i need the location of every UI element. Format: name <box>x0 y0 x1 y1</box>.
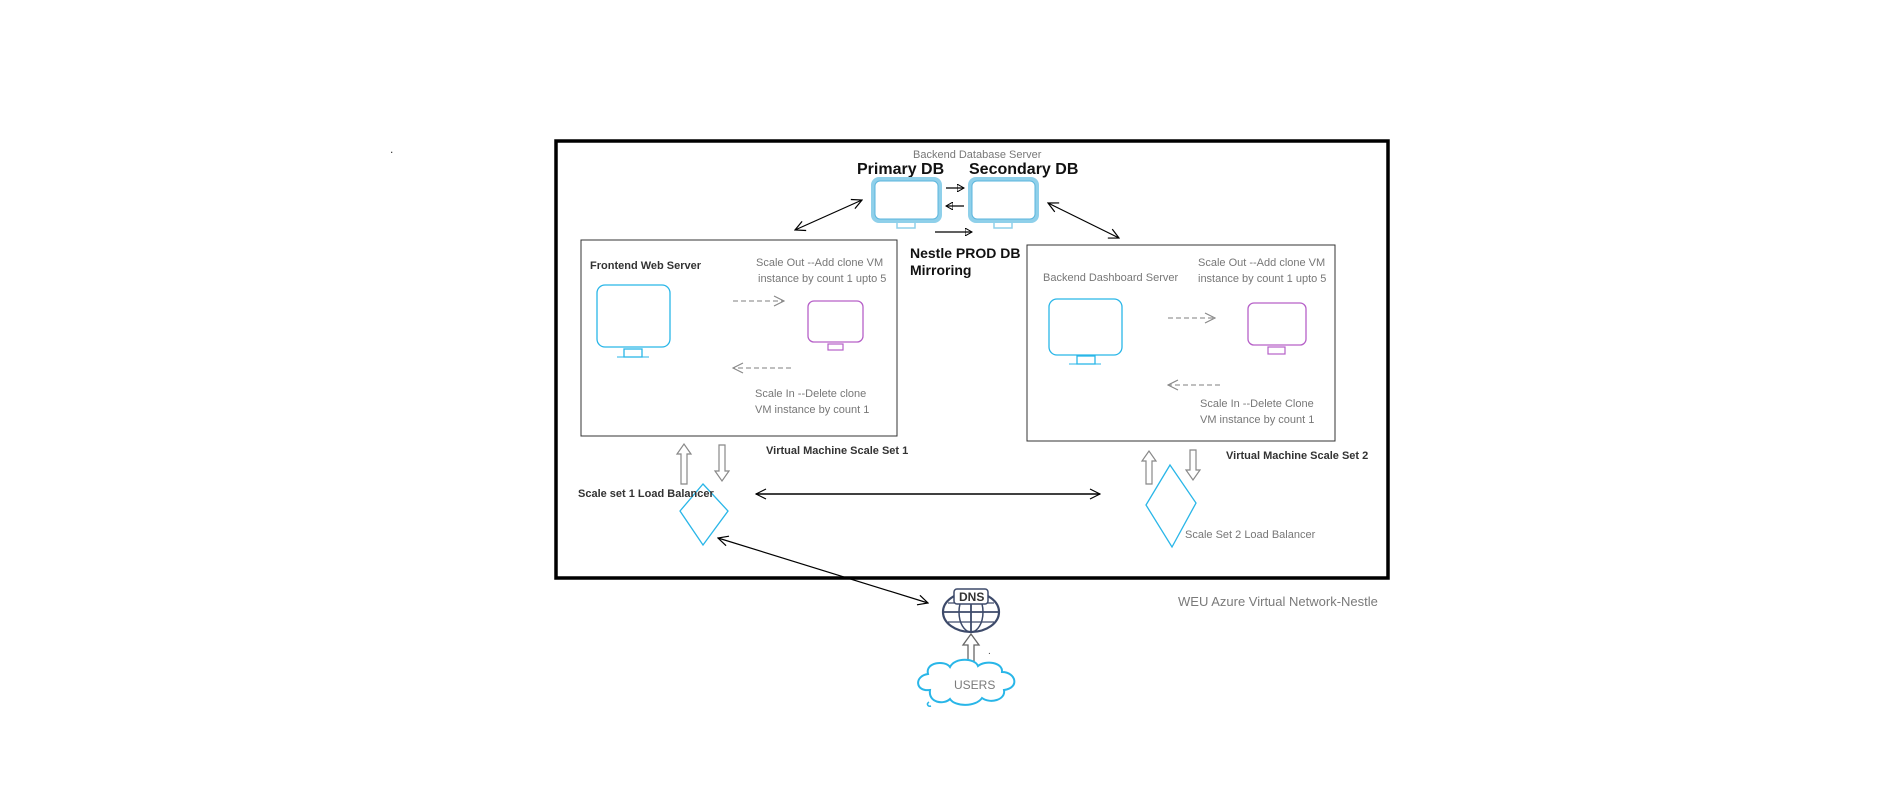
lb2-label: Scale Set 2 Load Balancer <box>1185 529 1316 541</box>
lb2-up-arrow-icon <box>1140 449 1158 485</box>
scale-out-text-2-line1: Scale Out --Add clone VM <box>1198 257 1325 269</box>
virtual-network-boundary <box>554 139 1390 580</box>
dns-label: DNS <box>959 590 984 604</box>
backend-dashboard-server-label: Backend Dashboard Server <box>1043 272 1178 284</box>
db-server-label: Backend Database Server <box>913 149 1042 161</box>
scale-out-text-1-line2: instance by count 1 upto 5 <box>758 273 886 285</box>
scale-out-text-1-line1: Scale Out --Add clone VM <box>756 257 883 269</box>
lb1-label: Scale set 1 Load Balancer <box>578 488 714 500</box>
backend-dashboard-monitor-icon <box>1048 298 1123 365</box>
scale-set-1-label: Virtual Machine Scale Set 1 <box>766 445 908 457</box>
frontend-server-monitor-icon <box>596 284 671 358</box>
scale-in-text-2-line1: Scale In --Delete Clone <box>1200 398 1314 410</box>
scale-set-2-box <box>1026 244 1336 442</box>
primary-db-monitor-icon <box>871 177 942 229</box>
dns-globe-icon <box>941 588 1001 634</box>
users-label: USERS <box>954 678 995 692</box>
frontend-server-label: Frontend Web Server <box>590 260 702 272</box>
scale-in-text-1-line2: VM instance by count 1 <box>755 404 869 416</box>
lb1-down-arrow-icon <box>713 444 731 483</box>
db-to-scaleset2-connector <box>1048 203 1119 238</box>
lb2-down-arrow-icon <box>1184 449 1202 482</box>
db-to-scaleset1-connector <box>795 200 862 230</box>
clone-vm-monitor-icon-2 <box>1247 302 1307 355</box>
scale-in-text-2-line2: VM instance by count 1 <box>1200 414 1314 426</box>
scale-set-2: Backend Dashboard Server Scale Out --Add… <box>1026 244 1368 462</box>
stray-mark: . <box>390 142 393 156</box>
primary-db-label: Primary DB <box>857 161 944 178</box>
scale-in-text-1-line1: Scale In --Delete clone <box>755 388 866 400</box>
lb1-up-arrow-icon <box>675 442 693 485</box>
scale-out-text-2-line2: instance by count 1 upto 5 <box>1198 273 1326 285</box>
database-group: Backend Database Server Primary DB Secon… <box>857 149 1078 278</box>
lb1-to-dns-connector <box>718 538 928 603</box>
clone-vm-monitor-icon-1 <box>807 300 864 351</box>
mirroring-label-line1: Nestle PROD DB <box>910 245 1020 261</box>
virtual-network-label: WEU Azure Virtual Network-Nestle <box>1178 594 1378 609</box>
scale-set-2-label: Virtual Machine Scale Set 2 <box>1226 450 1368 462</box>
scale-set-1-box <box>580 239 898 437</box>
users-cloud-icon <box>917 658 1016 707</box>
mirroring-label-line2: Mirroring <box>910 262 971 278</box>
scale-set-1-load-balancer-icon <box>679 483 729 547</box>
secondary-db-monitor-icon <box>968 177 1039 229</box>
stray-dot-2: . <box>988 646 991 657</box>
scale-set-1: Frontend Web Server Scale Out --Add clon… <box>580 239 908 457</box>
secondary-db-label: Secondary DB <box>969 161 1078 178</box>
scale-set-2-load-balancer-icon <box>1145 463 1197 549</box>
